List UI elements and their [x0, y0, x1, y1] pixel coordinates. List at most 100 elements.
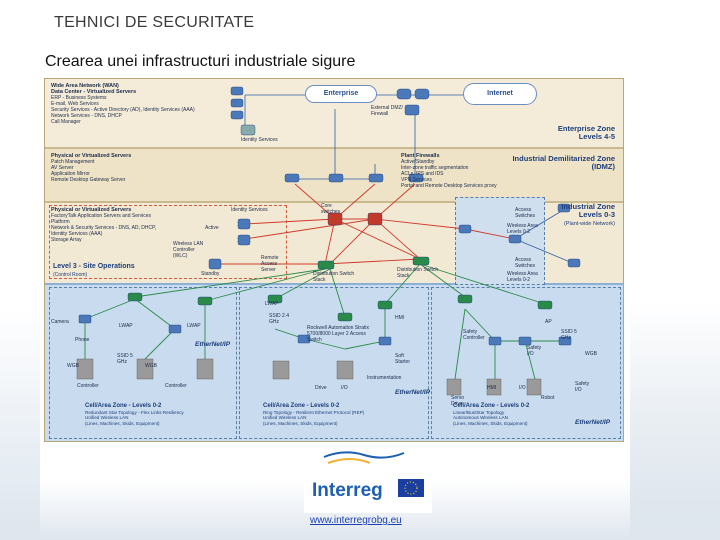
dc-block: Wide Area Network (WAN) Data Center - Vi… — [51, 83, 221, 125]
physical-servers-2-title: Physical or Virtualized Servers — [51, 207, 132, 213]
lwap-2-label: LWAP — [187, 323, 201, 329]
physical-servers-2-item: Network & Security Services - DNS, AD, D… — [51, 225, 157, 237]
wan-title: Wide Area Network (WAN) — [51, 83, 119, 89]
ethernetip-label-2: EtherNet/IP — [395, 389, 431, 396]
safety-io-2-label: Safety I/O — [575, 381, 590, 393]
identity-services-top-label: Identity Services — [241, 137, 278, 143]
ssid-1-label: SSID 5 GHz — [117, 353, 133, 365]
phone-label: Phone — [75, 337, 90, 343]
interreg-logo-graphic: Interreg — [312, 451, 424, 501]
camera-label: Camera — [51, 319, 69, 325]
controller-2-label: Controller — [165, 383, 187, 389]
ap-label: AP — [545, 319, 552, 325]
physical-servers-2-item: Storage Array — [51, 237, 82, 243]
dc-title: Data Center - Virtualized Servers — [51, 89, 137, 95]
ethernetip-label-1: EtherNet/IP — [195, 341, 231, 348]
ethernetip-label-3: EtherNet/IP — [575, 419, 611, 426]
cell-zone-3-sub: Autonomous Wireless LAN — [453, 415, 508, 420]
hmi-1-label: HMI — [395, 315, 405, 321]
idmz-zone-name: Industrial Demilitarized Zone — [512, 154, 615, 163]
idmz-zone-abbr: (IDMZ) — [591, 162, 615, 171]
idmz-zone-label: Industrial Demilitarized Zone (IDMZ) — [505, 155, 615, 171]
cell-zone-3-title: Cell/Area Zone - Levels 0-2 — [453, 403, 530, 409]
access-switches-2-label: Access Switches — [515, 257, 536, 269]
wireless-area-2-label: Wireless Area Levels 0-2 — [507, 271, 538, 283]
distribution-switch-label: Distribution Switch Stack — [313, 271, 355, 283]
physical-servers-item: AV Server — [51, 165, 74, 171]
industrial-zone-label: Industrial Zone Levels 0-3 (Plant-wide N… — [535, 203, 615, 228]
cell-area-zone-band — [45, 283, 623, 441]
cell-zone-1-sub: (Lines, Machines, Skids, Equipment) — [85, 420, 160, 426]
site-operations-label: Level 3 - Site Operations (Control Room) — [53, 263, 135, 279]
enterprise-zone-levels: Levels 4-5 — [578, 132, 615, 141]
distribution-switch-2-label: Distribution Switch Stack — [397, 267, 439, 279]
controller-1-label: Controller — [77, 383, 99, 389]
robot-label: Robot — [541, 395, 555, 401]
ssid-2-label: SSID 2.4 GHz — [269, 313, 290, 325]
physical-servers-item: Application Mirror — [51, 171, 90, 177]
safety-io-1-label: Safety I/O — [527, 345, 542, 357]
physical-servers-item: Remote Desktop Gateway Server — [51, 177, 126, 183]
core-switches-label: Core switches — [321, 203, 341, 215]
wireless-area-1-label: Wireless Area Levels 0-2 — [507, 223, 538, 235]
plant-firewalls-item: VPN Services — [401, 177, 432, 183]
cell-zone-1-title: Cell/Area Zone - Levels 0-2 — [85, 403, 162, 409]
io-1-label: I/O — [341, 385, 348, 391]
slide-title: TEHNICI DE SECURITATE — [54, 14, 255, 31]
drive-label: Drive — [315, 385, 327, 391]
remote-access-label: Remote Access Server — [261, 255, 279, 273]
dc-item: Call Manager — [51, 119, 81, 125]
plant-firewalls-item: Inter-zone traffic segmentation — [401, 165, 469, 171]
servo-drive-label: Servo Drive — [451, 395, 465, 407]
network-links — [76, 86, 581, 396]
plant-firewalls-item: Active/Standby — [401, 159, 435, 165]
io-2-label: I/O — [519, 385, 526, 391]
standby-label: Standby — [201, 271, 220, 277]
plant-firewalls-item: ACLs, IPS and IDS — [401, 171, 444, 177]
physical-servers-title: Physical or Virtualized Servers — [51, 153, 132, 159]
cell-zone-1-boundary — [49, 287, 237, 439]
dc-item: ERP - Business Systems — [51, 95, 107, 101]
wlc-label: Wireless LAN Controller (WLC) — [173, 241, 204, 259]
cell-zone-3-label: Cell/Area Zone - Levels 0-2 Linear/Bus/S… — [453, 403, 573, 426]
plant-firewalls-block: Plant Firewalls Active/Standby Inter-zon… — [401, 153, 511, 189]
plant-wide-wireless-area — [455, 197, 545, 285]
dc-item: E-mail, Web Services — [51, 101, 99, 107]
industrial-zone-levels: Levels 0-3 — [578, 210, 615, 219]
physical-servers-block: Physical or Virtualized Servers Patch Ma… — [51, 153, 171, 183]
enterprise-cloud: Enterprise — [305, 85, 377, 103]
cell-zone-2-sub: (Lines, Machines, Skids, Equipment) — [263, 420, 338, 426]
cell-zone-3-boundary — [431, 287, 621, 439]
active-label: Active — [205, 225, 219, 231]
physical-servers-2-item: FactoryTalk Application Servers and Serv… — [51, 213, 152, 225]
ssid-3-label: SSID 5 GHz — [561, 329, 577, 341]
plant-firewalls-title: Plant Firewalls — [401, 153, 440, 159]
site-operations-sub: (Control Room) — [53, 272, 88, 278]
interreg-logo: Interreg — [304, 445, 432, 513]
interreg-logo-text: Interreg — [312, 480, 383, 501]
cell-zone-2-sub: Ring Topology - Resilient Ethernet Proto… — [263, 409, 365, 415]
website-link[interactable]: www.interregrobg.eu — [310, 515, 402, 526]
external-dmz-label: External DMZ/ Firewall — [371, 105, 403, 117]
slide-subtitle: Crearea unei infrastructuri industriale … — [45, 53, 356, 70]
cell-zone-2-boundary — [239, 287, 429, 439]
internet-cloud: Internet — [463, 83, 537, 105]
cell-zone-2-label: Cell/Area Zone - Levels 0-2 Ring Topolog… — [263, 403, 413, 426]
physical-servers-2-block: Physical or Virtualized Servers FactoryT… — [51, 207, 171, 243]
cell-zone-3-sub: (Lines, Machines, Skids, Equipment) — [453, 420, 528, 426]
network-architecture-diagram: Wide Area Network (WAN) Data Center - Vi… — [44, 78, 624, 442]
cell-zone-1-sub: Unified Wireless LAN — [85, 415, 129, 420]
enterprise-zone-label: Enterprise Zone Levels 4-5 — [515, 125, 615, 141]
cell-zone-2-sub: Unified Wireless LAN — [263, 415, 307, 420]
identity-services-mid-label: Identity Services — [231, 207, 268, 213]
soft-starter-label: Soft Starter — [395, 353, 411, 365]
site-operations-title: Level 3 - Site Operations — [53, 263, 135, 270]
cell-zone-2-title: Cell/Area Zone - Levels 0-2 — [263, 403, 340, 409]
dc-item: Network Services - DNS, DHCP — [51, 113, 122, 119]
hmi-2-label: HMI — [487, 385, 497, 391]
site-operations-boundary — [49, 205, 287, 279]
lwap-1-label: LWAP — [119, 323, 133, 329]
lwap-3-label: LWAP — [265, 301, 279, 307]
dc-item: Security Services - Active Directory (AD… — [51, 107, 195, 113]
industrial-zone-name: Industrial Zone — [561, 202, 615, 211]
